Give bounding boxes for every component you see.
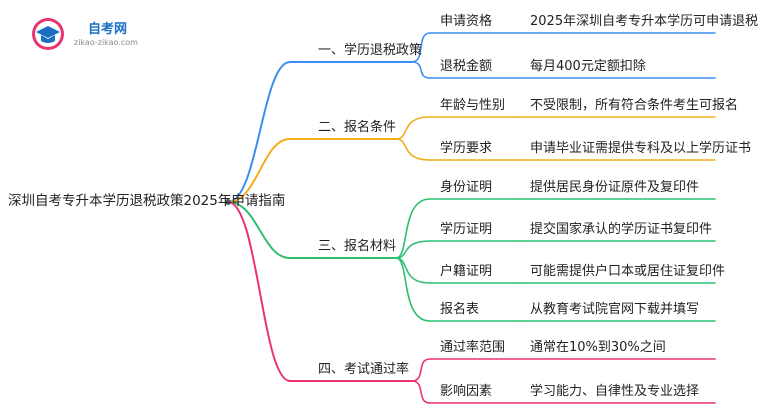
item-key: 学历要求 — [440, 141, 493, 156]
logo-subtitle: zikao-zikao.com — [74, 38, 138, 47]
branch-label: 四、考试通过率 — [318, 362, 410, 377]
branch-connector — [227, 138, 291, 203]
item-value: 通常在10%到30%之间 — [530, 340, 666, 355]
branch-label: 一、学历退税政策 — [318, 43, 423, 58]
item-value: 2025年深圳自考专升本学历可申请退税 — [530, 14, 758, 29]
item-connector — [411, 61, 431, 79]
item-key: 申请资格 — [440, 14, 493, 29]
item-value: 提交国家承认的学历证书复印件 — [530, 222, 713, 237]
item-connector — [395, 138, 431, 161]
branch-label: 三、报名材料 — [318, 239, 397, 254]
root-dot — [225, 199, 231, 205]
item-key: 年龄与性别 — [440, 98, 506, 113]
item-connector — [395, 240, 431, 259]
item-value: 不受限制，所有符合条件考生可报名 — [530, 98, 739, 113]
item-connector — [395, 257, 431, 322]
item-value: 提供居民身份证原件及复印件 — [530, 180, 700, 195]
item-key: 退税金额 — [440, 59, 493, 74]
item-connector — [395, 116, 431, 140]
item-key: 户籍证明 — [440, 264, 493, 279]
item-value: 申请毕业证需提供专科及以上学历证书 — [530, 141, 752, 156]
root-topic: 深圳自考专升本学历退税政策2025年申请指南 — [8, 193, 286, 209]
branch-label: 二、报名条件 — [318, 120, 397, 135]
site-logo: 自考网 zikao-zikao.com — [30, 14, 140, 54]
branch-connector — [227, 61, 291, 203]
item-key: 报名表 — [440, 302, 480, 317]
item-key: 通过率范围 — [440, 340, 506, 355]
logo-title: 自考网 — [88, 22, 128, 37]
item-connector — [411, 358, 431, 382]
item-key: 身份证明 — [440, 180, 493, 195]
item-connector — [395, 198, 431, 259]
item-key: 影响因素 — [440, 384, 493, 399]
item-connector — [411, 380, 431, 404]
item-value: 每月400元定额扣除 — [530, 59, 646, 74]
item-value: 可能需提供户口本或居住证复印件 — [530, 264, 726, 279]
item-connector — [411, 32, 431, 63]
branch-connector — [227, 201, 291, 382]
item-value: 从教育考试院官网下载并填写 — [530, 302, 700, 317]
item-value: 学习能力、自律性及专业选择 — [530, 384, 700, 399]
branch-connector — [227, 201, 291, 259]
item-key: 学历证明 — [440, 222, 493, 237]
graduation-cap-icon — [32, 18, 64, 50]
